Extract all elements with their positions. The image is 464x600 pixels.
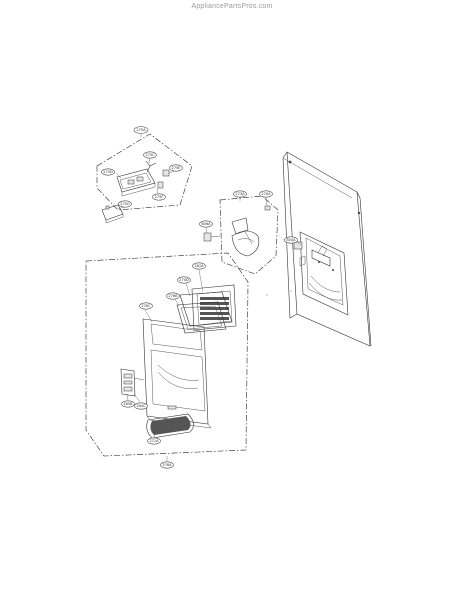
cover-frame bbox=[179, 282, 233, 327]
callout-264c: 264C bbox=[134, 402, 148, 410]
callout-label: 804A bbox=[286, 238, 296, 242]
watermark: AppliancePartsPros.com bbox=[191, 3, 273, 10]
funnel-part bbox=[231, 217, 260, 257]
callout-270d: 270D bbox=[177, 276, 191, 284]
callout-275f: 275F bbox=[152, 193, 166, 201]
dispenser-cover-assembly-group bbox=[85, 252, 249, 461]
callout-label: 261A bbox=[194, 264, 204, 268]
callout-275e: 275E bbox=[169, 164, 183, 172]
callout-275g: 275G bbox=[118, 200, 132, 208]
callout-label: 273A bbox=[235, 192, 245, 196]
callout-275a: 275A bbox=[133, 126, 149, 134]
dispenser-front-cover bbox=[142, 309, 212, 429]
switch-cover bbox=[101, 204, 124, 224]
callout-label: 276A bbox=[162, 463, 172, 467]
callout-label: 275G bbox=[120, 202, 130, 206]
switch-actuator bbox=[157, 181, 164, 189]
refrigerator-door bbox=[282, 151, 372, 347]
callout-276a: 276A bbox=[160, 461, 174, 469]
callout-276c: 276C bbox=[139, 302, 153, 310]
callout-label: 275E bbox=[171, 166, 181, 170]
small-clip bbox=[264, 205, 271, 211]
callout-label: 276B bbox=[168, 294, 178, 298]
callout-271a: 271A bbox=[147, 437, 161, 445]
callout-275c: 275C bbox=[143, 151, 157, 159]
callout-275d: 275D bbox=[101, 168, 115, 176]
callout-806a: 806A bbox=[199, 220, 213, 228]
micro-switch bbox=[162, 169, 170, 177]
display-panel bbox=[174, 298, 227, 334]
callout-276b: 276B bbox=[166, 292, 180, 300]
callout-label: 275F bbox=[155, 195, 164, 199]
callout-265b: 265B bbox=[121, 400, 135, 408]
connector-806a bbox=[203, 227, 221, 242]
switch-housing bbox=[116, 168, 156, 197]
callout-label: 275A bbox=[136, 128, 146, 132]
callout-label: 806A bbox=[201, 222, 211, 226]
callout-273a: 273A bbox=[233, 190, 247, 198]
callout-label: 271A bbox=[149, 439, 159, 443]
drip-tray bbox=[146, 413, 194, 439]
callout-label: 276C bbox=[141, 304, 151, 308]
callout-270a: 270A bbox=[259, 190, 273, 198]
callout-label: 275C bbox=[145, 153, 155, 157]
callout-label: 270A bbox=[261, 192, 271, 196]
dispenser-recess bbox=[293, 231, 349, 316]
dispenser-motor-group bbox=[203, 195, 302, 275]
dispenser-grille bbox=[191, 269, 237, 331]
callout-label: 264C bbox=[136, 404, 146, 408]
ice-chute-assembly-group bbox=[96, 133, 193, 224]
callout-label: 265B bbox=[123, 402, 133, 406]
lever-part bbox=[145, 160, 157, 173]
callout-804a: 804A bbox=[284, 236, 298, 244]
callout-label: 270D bbox=[179, 278, 189, 282]
control-board bbox=[120, 368, 145, 403]
callout-261a: 261A bbox=[192, 262, 206, 270]
callout-label: 275D bbox=[103, 170, 113, 174]
